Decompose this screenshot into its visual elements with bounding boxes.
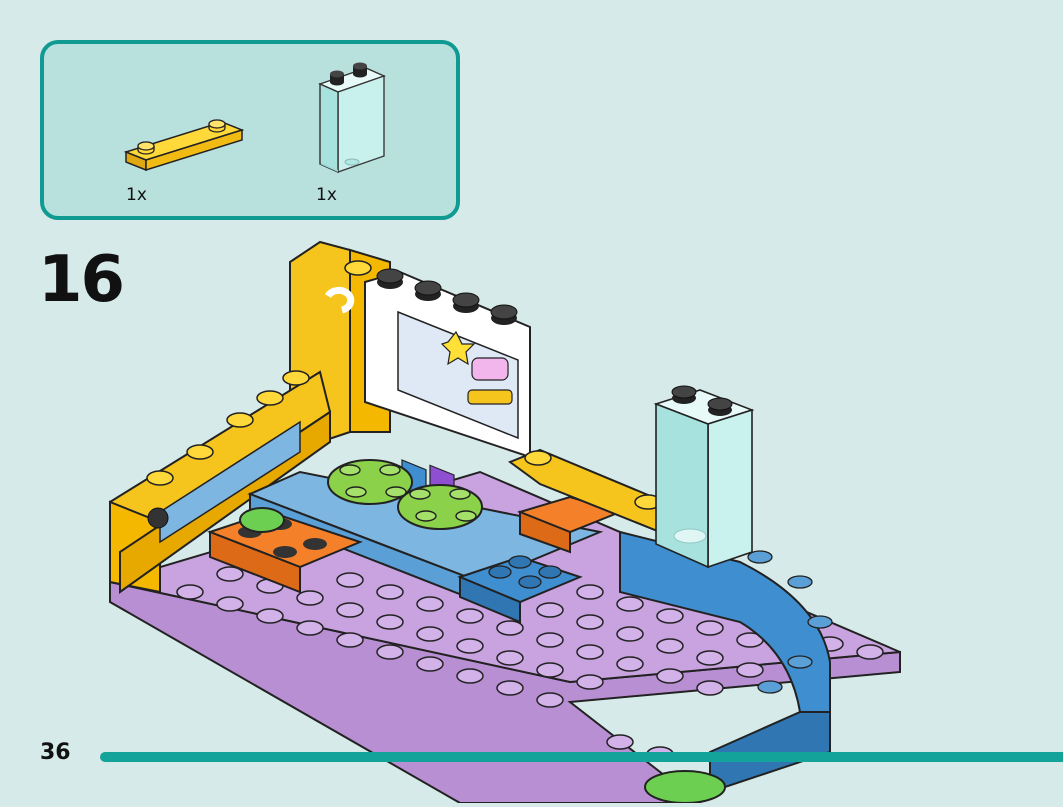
transparent-panel-icon [314,60,394,182]
step-number: 16 [38,243,125,317]
build-illustration [100,232,920,807]
part-quantity: 1x [126,185,147,205]
yellow-plate-1x4-icon [122,114,247,180]
parts-list-box: 1x 1x [40,40,460,220]
page-progress-bar [100,752,1063,762]
page-number: 36 [40,740,71,765]
part-quantity: 1x [316,185,337,205]
